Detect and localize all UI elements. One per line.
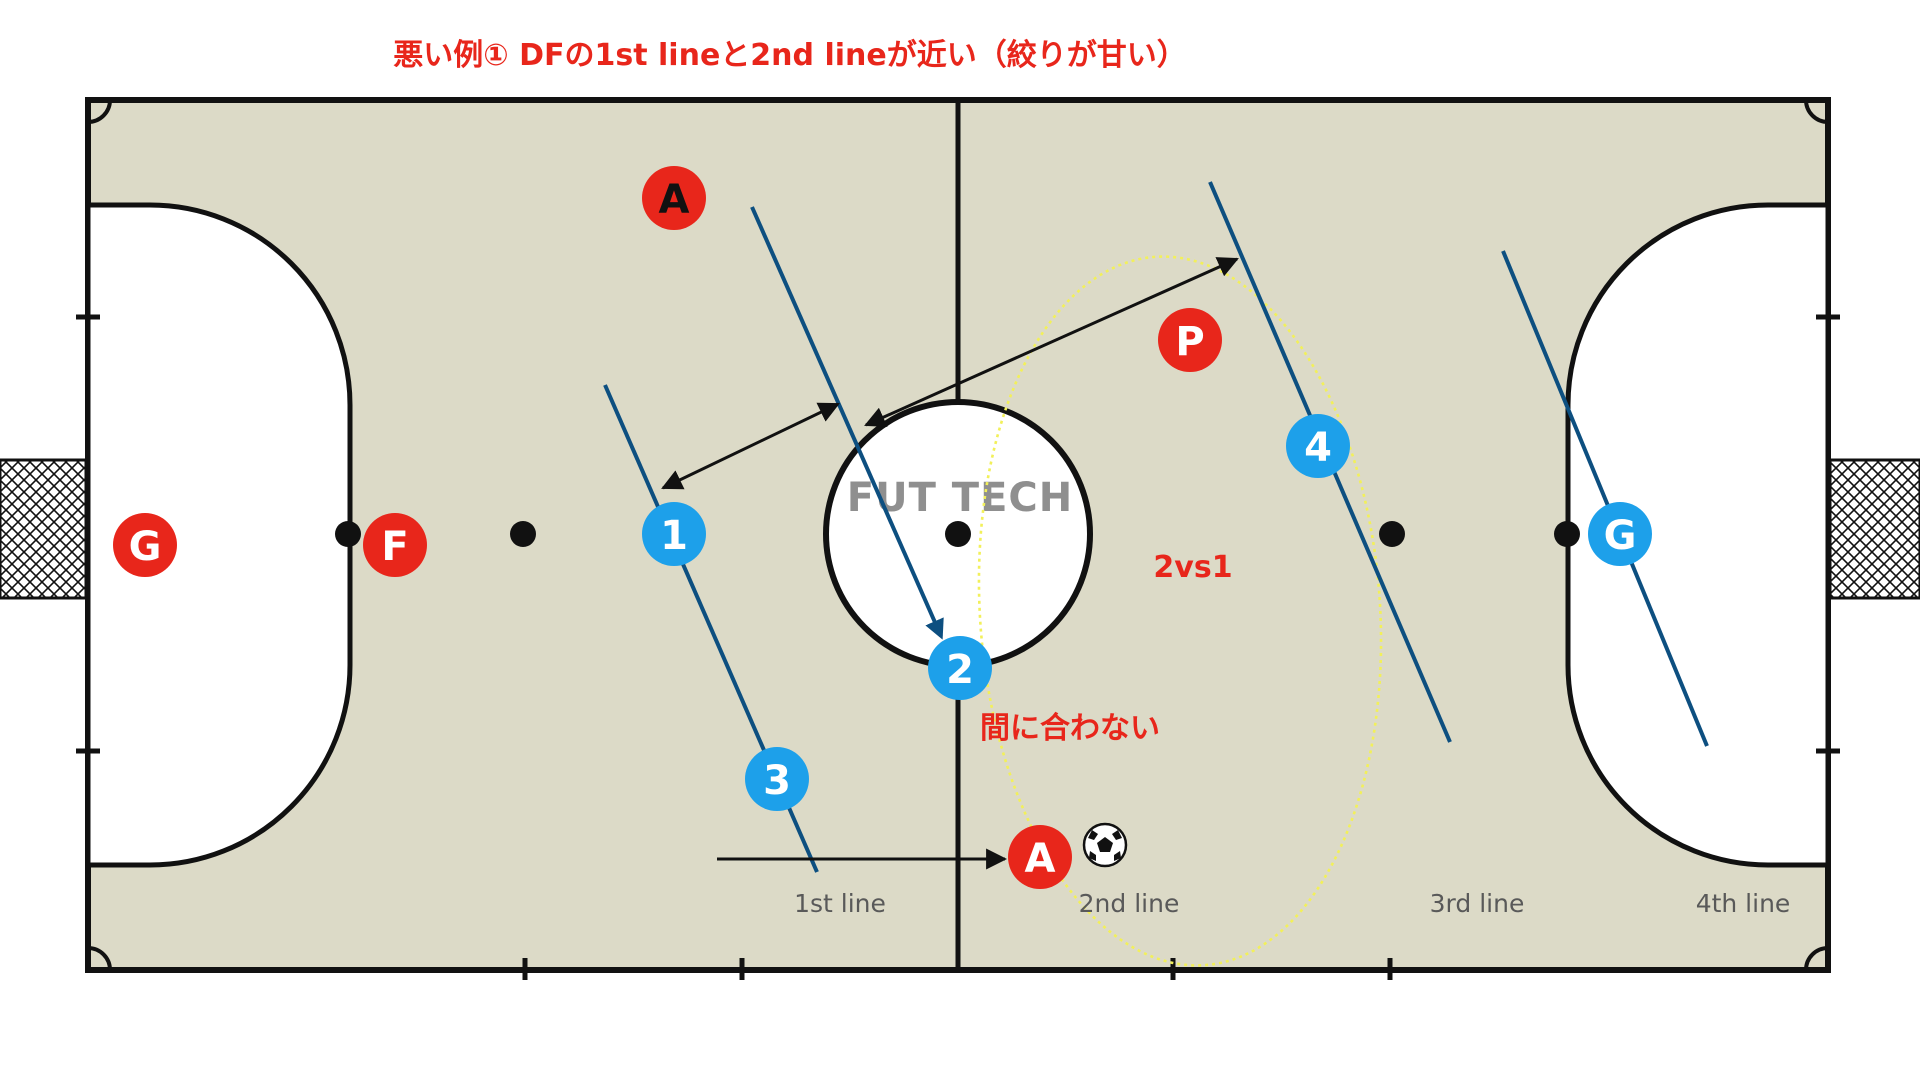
corner-arc: [87, 99, 112, 124]
left-goal-net: [0, 458, 88, 600]
svg-text:F: F: [381, 524, 408, 570]
player-defender-1: 1: [642, 502, 706, 566]
player-attacker-bottom: A: [1008, 825, 1072, 889]
first-line-label: 1st line: [794, 889, 886, 918]
player-defender-4: 4: [1286, 414, 1350, 478]
right-second-penalty-spot: [1379, 521, 1405, 547]
black-arrows: [661, 257, 1239, 870]
right-goal-net: [1828, 458, 1920, 600]
svg-text:A: A: [659, 177, 690, 223]
player-own-keeper: G: [113, 513, 177, 577]
svg-text:2: 2: [946, 647, 974, 693]
too-late-label: 間に合わない: [980, 711, 1160, 746]
soccer-ball-icon: [1082, 822, 1128, 868]
second-line-label: 2nd line: [1079, 889, 1180, 918]
third-line-label: 3rd line: [1430, 889, 1525, 918]
pass-to-pivot-arrow: [864, 257, 1239, 427]
player-attacker-top: A: [642, 166, 706, 230]
svg-text:1: 1: [660, 513, 688, 559]
svg-text:G: G: [129, 524, 162, 570]
watermark: FUT TECH: [847, 475, 1073, 521]
diagram-title: 悪い例① DFの1st lineと2nd lineが近い（絞りが甘い）: [393, 38, 1186, 73]
second-line: [750, 206, 944, 640]
svg-text:4: 4: [1304, 425, 1332, 471]
player-fixo: F: [363, 513, 427, 577]
fourth-line-label: 4th line: [1696, 889, 1791, 918]
right-penalty-area: [1565, 202, 1831, 868]
corner-arc: [1804, 946, 1829, 971]
left-second-penalty-spot: [510, 521, 536, 547]
line-gap-arrow: [661, 402, 840, 490]
player-pivot: P: [1158, 308, 1222, 372]
right-penalty-spot: [1554, 521, 1580, 547]
player-opp-keeper: G: [1588, 502, 1652, 566]
corner-arc: [87, 946, 112, 971]
svg-text:3: 3: [763, 758, 791, 804]
svg-text:A: A: [1025, 836, 1056, 882]
fourth-line: [1501, 250, 1709, 747]
player-defender-3: 3: [745, 747, 809, 811]
overload-zone-ellipse: [977, 255, 1383, 967]
two-vs-one-label: 2vs1: [1153, 550, 1232, 585]
corner-arc: [1804, 99, 1829, 124]
svg-text:G: G: [1604, 513, 1637, 559]
boundary-ticks: [76, 314, 1840, 980]
left-penalty-spot: [335, 521, 361, 547]
left-penalty-area: [85, 202, 353, 868]
player-defender-2: 2: [928, 636, 992, 700]
center-spot: [945, 521, 971, 547]
svg-text:P: P: [1175, 319, 1204, 365]
